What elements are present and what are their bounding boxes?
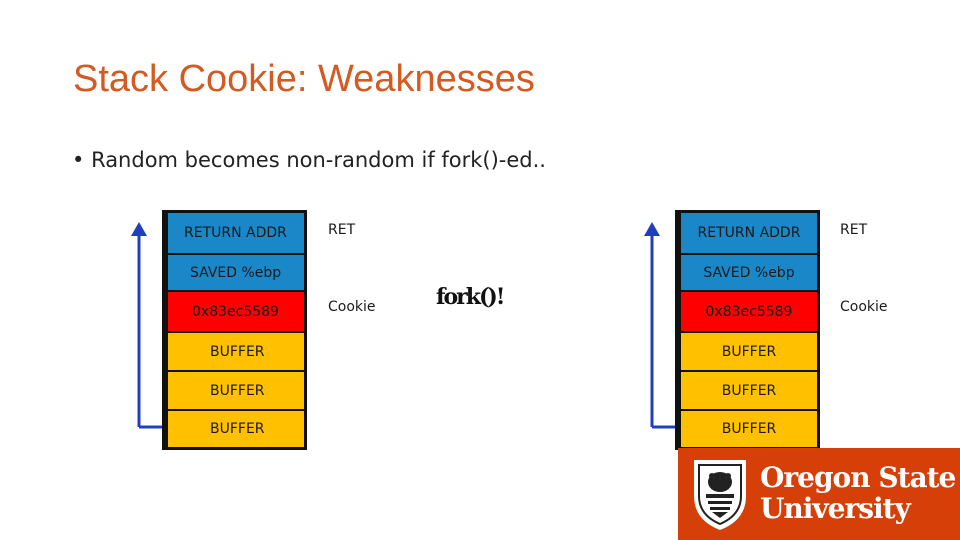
left-saved-ebp-cell: SAVED %ebp: [168, 255, 304, 290]
osu-seal-icon: [694, 460, 746, 530]
right-cookie-cell: 0x83ec5589: [681, 292, 817, 331]
bullet-dot: •: [72, 148, 92, 172]
left-stack-arrow: [131, 222, 163, 429]
left-ret-label: RET: [328, 222, 356, 238]
bullet-point: • Random becomes non-random if fork()-ed…: [72, 148, 546, 172]
left-cookie-cell: 0x83ec5589: [168, 292, 304, 331]
right-stack-arrow: [644, 222, 676, 429]
left-buffer-cell: BUFFER: [168, 411, 304, 447]
slide-title: Stack Cookie: Weaknesses: [73, 58, 535, 100]
left-stack: RETURN ADDR SAVED %ebp 0x83ec5589 BUFFER…: [162, 210, 307, 450]
right-ret-label: RET: [840, 222, 868, 238]
left-buffer-cell: BUFFER: [168, 333, 304, 370]
left-return-addr-cell: RETURN ADDR: [168, 213, 304, 253]
osu-wordmark: Oregon State University: [760, 461, 956, 525]
osu-wordmark-line2: University: [760, 492, 911, 525]
right-return-addr-cell: RETURN ADDR: [681, 213, 817, 253]
right-saved-ebp-cell: SAVED %ebp: [681, 255, 817, 290]
left-cookie-label: Cookie: [328, 299, 376, 315]
right-cookie-label: Cookie: [840, 299, 888, 315]
left-buffer-cell: BUFFER: [168, 372, 304, 409]
osu-wordmark-line1: Oregon State: [760, 461, 956, 494]
right-stack: RETURN ADDR SAVED %ebp 0x83ec5589 BUFFER…: [675, 210, 820, 450]
bullet-text: Random becomes non-random if fork()-ed..: [91, 148, 546, 172]
right-buffer-cell: BUFFER: [681, 333, 817, 370]
fork-label: fork()!: [436, 284, 505, 310]
osu-logo: Oregon State University: [678, 448, 960, 540]
right-buffer-cell: BUFFER: [681, 372, 817, 409]
right-buffer-cell: BUFFER: [681, 411, 817, 447]
